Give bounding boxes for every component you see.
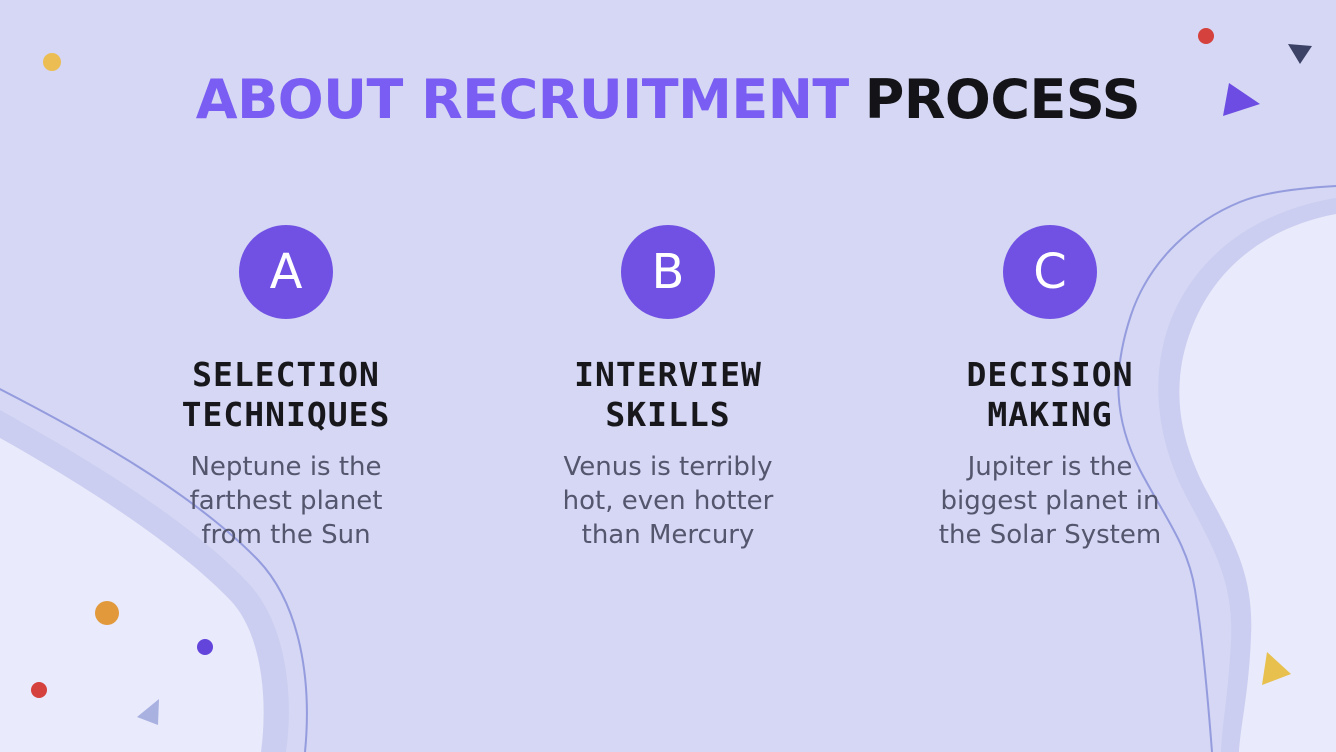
column-b-body-line2: hot, even hotter [562, 486, 774, 516]
column-c-body-line2: biggest planet in [940, 486, 1160, 516]
column-selection-techniques: A SELECTION TECHNIQUES Neptune is the fa… [121, 225, 451, 552]
column-b-heading-line1: INTERVIEW [574, 355, 762, 394]
red-dot-icon [1198, 28, 1214, 44]
column-b-heading-line2: SKILLS [605, 395, 731, 434]
orange-dot-icon [95, 601, 119, 625]
column-a-body-line1: Neptune is the [190, 452, 382, 482]
column-a-heading-line2: TECHNIQUES [181, 395, 391, 434]
purple-dot-icon [197, 639, 213, 655]
title-rest: PROCESS [864, 68, 1141, 131]
column-b-body: Venus is terribly hot, even hotter than … [503, 450, 833, 552]
column-a-heading-line1: SELECTION [192, 355, 380, 394]
column-b-heading: INTERVIEW SKILLS [503, 355, 833, 435]
navy-triangle-icon [1288, 44, 1312, 64]
column-a-body: Neptune is the farthest planet from the … [121, 450, 451, 552]
column-c-body: Jupiter is the biggest planet in the Sol… [885, 450, 1215, 552]
column-a-body-line2: farthest planet [189, 486, 383, 516]
column-c-body-line3: the Solar System [938, 520, 1162, 550]
column-c-heading-line2: MAKING [987, 395, 1113, 434]
periwinkle-triangle-icon [137, 699, 159, 725]
process-columns: A SELECTION TECHNIQUES Neptune is the fa… [121, 225, 1215, 552]
column-c-body-line1: Jupiter is the [967, 452, 1133, 482]
column-c-heading: DECISION MAKING [885, 355, 1215, 435]
column-b-body-line1: Venus is terribly [563, 452, 773, 482]
column-b-body-line3: than Mercury [581, 520, 755, 550]
column-a-body-line3: from the Sun [201, 520, 371, 550]
column-c-heading-line1: DECISION [966, 355, 1134, 394]
badge-b: B [621, 225, 715, 319]
badge-a: A [239, 225, 333, 319]
badge-c: C [1003, 225, 1097, 319]
red-dot-bottom-icon [31, 682, 47, 698]
yellow-triangle-icon [1262, 652, 1291, 685]
column-interview-skills: B INTERVIEW SKILLS Venus is terribly hot… [503, 225, 833, 552]
title-highlight: ABOUT RECRUITMENT [195, 68, 849, 131]
column-decision-making: C DECISION MAKING Jupiter is the biggest… [885, 225, 1215, 552]
column-a-heading: SELECTION TECHNIQUES [121, 355, 451, 435]
